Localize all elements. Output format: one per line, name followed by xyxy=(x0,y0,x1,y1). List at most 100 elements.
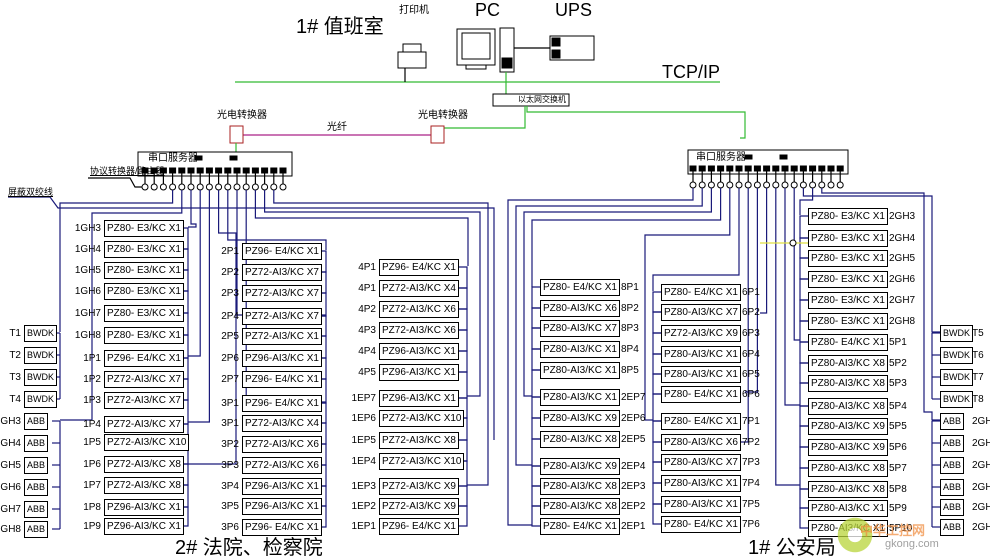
abb-box-tag: 1GH4 xyxy=(0,438,21,449)
meter-box: PZ80-AI3/KC X9 xyxy=(808,418,888,435)
meter-box: PZ72-AI3/KC X8 xyxy=(104,456,184,473)
left-port xyxy=(261,167,269,174)
printer-label: 打印机 xyxy=(399,5,429,16)
left-port xyxy=(215,167,223,174)
meter-box-tag: 5P8 xyxy=(889,484,907,495)
feeder-col3a xyxy=(254,190,469,266)
left-port xyxy=(279,167,287,174)
right-port xyxy=(818,165,826,172)
meter-box: PZ80-AI3/KC X6 xyxy=(540,300,620,317)
meter-box: PZ80-AI3/KC X8 xyxy=(540,478,620,495)
meter-box-tag: 2GH6 xyxy=(889,274,916,285)
meter-box: PZ96-AI3/KC X1 xyxy=(379,343,459,360)
right-connector xyxy=(827,181,835,189)
abb-box: ABB xyxy=(940,479,965,496)
bwdk-box: BWDK xyxy=(940,369,973,386)
col1-chain xyxy=(180,506,189,527)
meter-box: PZ96- E4/KC X1 xyxy=(242,371,322,388)
right-connector xyxy=(717,181,725,189)
meter-box: PZ80-AI3/KC X8 xyxy=(808,355,888,372)
court-building-label: 2# 法院、检察院 xyxy=(175,537,323,559)
bwdk-box: BWDK xyxy=(24,325,57,342)
meter-box: PZ72-AI3/KC X6 xyxy=(379,301,459,318)
meter-box: PZ72-AI3/KC X7 xyxy=(104,371,184,388)
converter-right-label: 光电转换器 xyxy=(418,110,468,121)
left-connector xyxy=(233,183,241,191)
left-connector xyxy=(242,183,250,191)
abb-box: ABB xyxy=(940,519,965,536)
abb-box-tag: 2GH8 xyxy=(972,522,990,533)
meter-box: PZ80-AI3/KC X1 xyxy=(540,341,620,358)
col5-chain xyxy=(652,332,661,355)
police-bureau-label: 1# 公安局 xyxy=(748,537,836,559)
shielded-cable-label: 屏蔽双绞线 xyxy=(8,187,54,197)
abb-box-tag: 2GH5 xyxy=(972,460,990,471)
ups-unit1 xyxy=(551,37,561,47)
right-connector xyxy=(836,181,844,189)
meter-box: PZ72-AI3/KC X10 xyxy=(379,410,465,427)
meter-box-tag: 2P4 xyxy=(221,311,239,322)
meter-box-tag: 7P5 xyxy=(742,499,760,510)
abb-box-tag: 1GH6 xyxy=(0,482,21,493)
left-serial-server-label: 串口服务器 xyxy=(148,153,198,164)
meter-box: PZ80- E3/KC X1 xyxy=(808,250,888,267)
right-port xyxy=(753,165,761,172)
feeder-col6b xyxy=(784,188,800,406)
right-connector xyxy=(809,181,817,189)
col6-chain xyxy=(799,215,808,239)
meter-box-tag: 3P3 xyxy=(221,460,239,471)
col6-chain xyxy=(799,488,808,509)
meter-box-tag: 6P6 xyxy=(742,389,760,400)
bwdk-box: BWDK xyxy=(940,325,973,342)
meter-box: PZ72-AI3/KC X10 xyxy=(104,434,190,451)
meter-box-tag: 2GH8 xyxy=(889,316,916,327)
abb-box: ABB xyxy=(940,499,965,516)
bwdk-box-tag: T4 xyxy=(9,394,21,405)
col5-chain xyxy=(652,482,661,505)
watermark-gear-icon xyxy=(835,515,875,555)
feeder-abb-right xyxy=(821,188,940,421)
meter-box-tag: 5P5 xyxy=(889,421,907,432)
left-connector xyxy=(215,183,223,191)
col6-chain xyxy=(799,237,808,259)
left-port xyxy=(205,167,213,174)
right-connector xyxy=(799,181,807,189)
meter-box-tag: 1GH3 xyxy=(74,223,101,234)
feeder-col1c xyxy=(188,190,210,423)
feeder-col5a xyxy=(644,188,731,421)
meter-box: PZ80-AI3/KC X1 xyxy=(661,366,741,383)
left-connector xyxy=(196,183,204,191)
bwdk-box-tag: T3 xyxy=(9,372,21,383)
meter-box: PZ80- E4/KC X1 xyxy=(661,284,741,301)
col4-chain xyxy=(531,369,540,398)
meter-box-tag: 3P1 xyxy=(221,398,239,409)
feeder-abb xyxy=(60,190,183,421)
meter-box-tag: 2P3 xyxy=(221,288,239,299)
col5-chain xyxy=(652,420,661,443)
meter-box-tag: 1EP3 xyxy=(351,481,376,492)
meter-box: PZ80-AI3/KC X8 xyxy=(808,460,888,477)
col4-chain xyxy=(531,417,540,440)
col5-chain xyxy=(652,441,661,463)
col6-chain xyxy=(799,362,808,384)
bwdk-box-tag: T8 xyxy=(972,394,984,405)
col6-chain xyxy=(799,320,808,343)
right-serial-server-label: 串口服务器 xyxy=(696,152,746,163)
meter-box: PZ80- E3/KC X1 xyxy=(808,271,888,288)
col6-chain xyxy=(799,257,808,280)
feeder-col5c xyxy=(740,188,749,443)
bwdk-box-tag: T7 xyxy=(972,372,984,383)
fiber-label: 光纤 xyxy=(327,122,347,133)
meter-box: PZ96-AI3/KC X1 xyxy=(242,478,322,495)
meter-box-tag: 6P3 xyxy=(742,328,760,339)
meter-box-tag: 1GH5 xyxy=(74,265,101,276)
right-connector xyxy=(753,181,761,189)
feeder-col4c xyxy=(523,188,713,397)
meter-box-tag: 8P4 xyxy=(621,344,639,355)
meter-box-tag: 4P4 xyxy=(358,346,376,357)
col4-chain xyxy=(531,348,540,371)
col3-chain xyxy=(459,266,468,289)
meter-box-tag: 5P4 xyxy=(889,401,907,412)
bwdk-box-tag: T1 xyxy=(9,328,21,339)
meter-box: PZ80-AI3/KC X1 xyxy=(661,475,741,492)
